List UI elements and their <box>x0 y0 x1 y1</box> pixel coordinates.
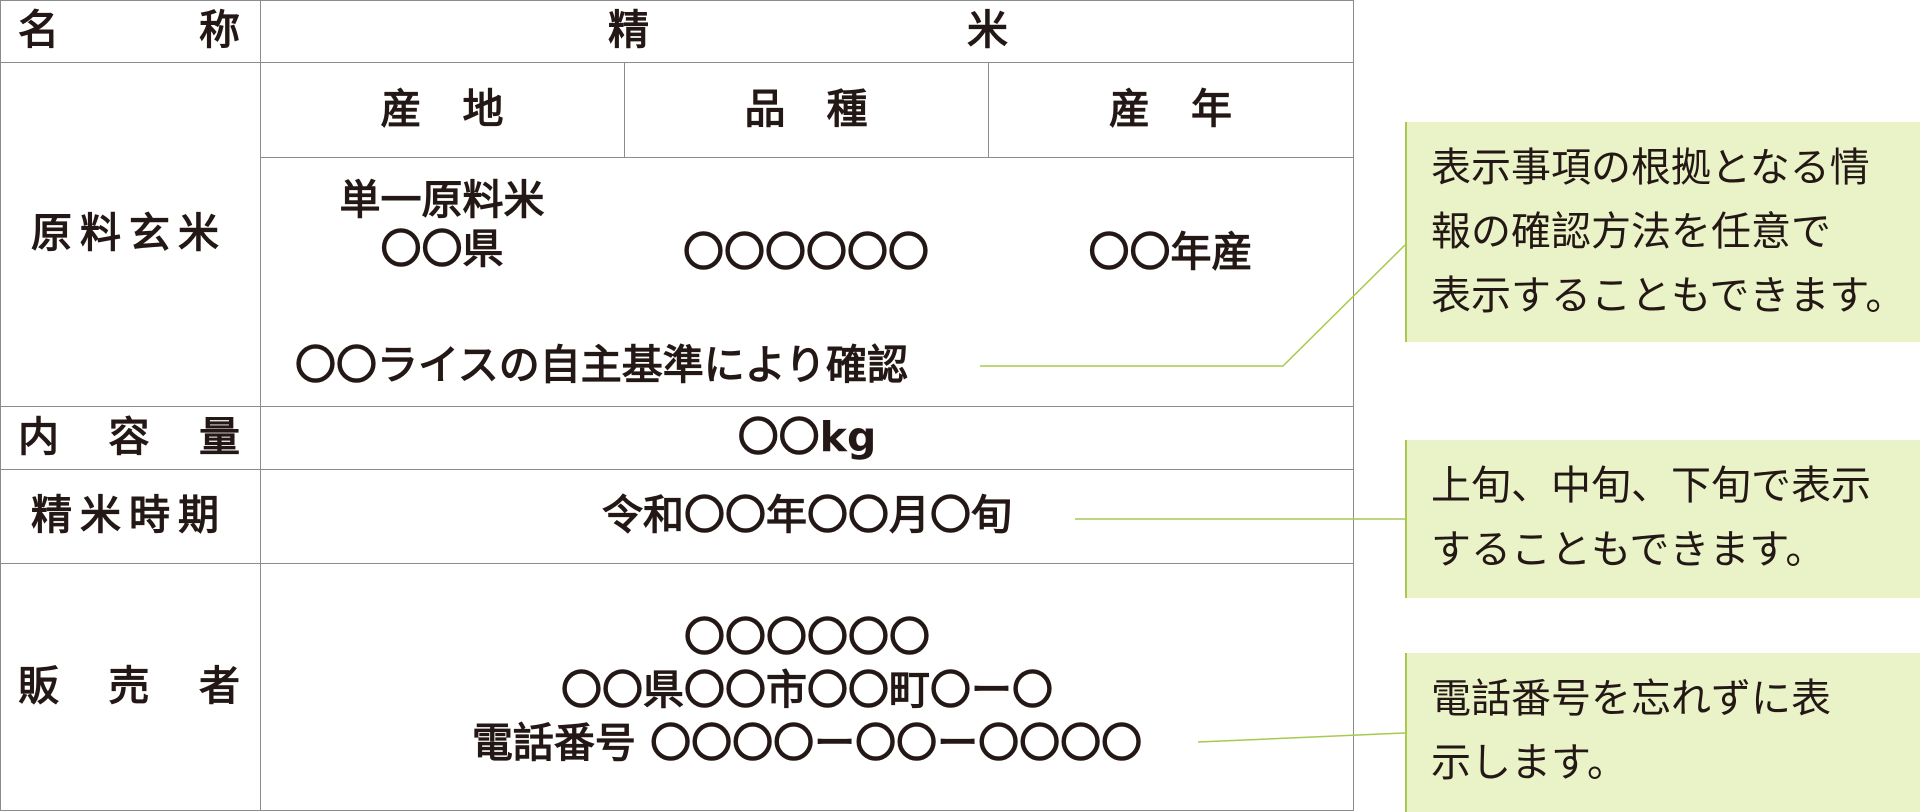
table-border-right <box>1353 0 1354 811</box>
name-value-char: 米 <box>967 6 1008 55</box>
table-border-left <box>0 0 1 811</box>
callout-line: 報の確認方法を任意で <box>1431 209 1831 255</box>
seller-label: 販 売 者 <box>18 563 240 810</box>
table-rule <box>0 469 1354 470</box>
origin-value: 単一原料米 〇〇県 <box>300 170 584 280</box>
callout-line: 表示事項の根拠となる情 <box>1431 145 1870 191</box>
seller-label-char: 販 <box>18 661 59 710</box>
content-label-char: 容 <box>108 412 150 461</box>
seller-label-char: 売 <box>108 661 150 710</box>
table-rule <box>260 0 261 811</box>
variety-header: 品 種 <box>744 84 868 133</box>
seller-address: 〇〇県〇〇市〇〇町〇ー〇 <box>561 665 1053 714</box>
seller-phone: 電話番号 〇〇〇〇ー〇〇ー〇〇〇〇 <box>471 718 1143 767</box>
table-rule <box>624 62 625 157</box>
milling-period-value: 令和〇〇年〇〇月〇旬 <box>602 491 1012 540</box>
seller-label-char: 者 <box>199 661 240 710</box>
table-rule <box>0 62 1354 63</box>
content-label-char: 内 <box>18 412 59 461</box>
origin-value-line: 単一原料米 <box>339 175 545 224</box>
content-label: 内 容 量 <box>18 406 240 469</box>
table-rule <box>0 563 1354 564</box>
content-value: 〇〇kg <box>737 412 877 461</box>
seller-name: 〇〇〇〇〇〇 <box>684 612 930 661</box>
origin-value-line: 〇〇県 <box>380 225 504 273</box>
milling-period-label: 精米時期 <box>31 491 227 540</box>
callout-line: 電話番号を忘れずに表 <box>1431 676 1831 722</box>
name-value-char: 精 <box>608 6 649 55</box>
seller-info: 〇〇〇〇〇〇 〇〇県〇〇市〇〇町〇ー〇 電話番号 〇〇〇〇ー〇〇ー〇〇〇〇 <box>260 600 1354 780</box>
phone-callout: 電話番号を忘れずに表 示します。 <box>1405 653 1920 812</box>
verification-callout: 表示事項の根拠となる情 報の確認方法を任意で 表示することもできます。 <box>1405 122 1920 342</box>
variety-value: 〇〇〇〇〇〇 <box>683 227 929 276</box>
callout-line: 示します。 <box>1431 740 1627 786</box>
year-header: 産 年 <box>1109 84 1232 133</box>
milling-callout: 上旬、中旬、下旬で表示 することもできます。 <box>1405 440 1920 598</box>
year-value: 〇〇年産 <box>1088 227 1253 276</box>
callout-line: することもできます。 <box>1431 527 1826 573</box>
callout-line: 表示することもできます。 <box>1431 273 1906 319</box>
table-border-top <box>0 0 1354 1</box>
name-label: 名 称 <box>18 0 240 62</box>
name-value: 精 米 <box>608 0 1008 62</box>
verification-note: 〇〇ライスの自主基準により確認 <box>295 340 908 389</box>
content-label-char: 量 <box>199 412 240 461</box>
origin-header: 産 地 <box>380 84 504 133</box>
raw-material-label: 原料玄米 <box>31 209 227 258</box>
table-rule <box>0 406 1354 407</box>
table-rule <box>260 157 1354 158</box>
callout-line: 上旬、中旬、下旬で表示 <box>1431 463 1871 509</box>
table-border-bottom <box>0 810 1354 811</box>
table-rule <box>988 62 989 157</box>
name-label-char: 称 <box>199 6 240 55</box>
name-label-char: 名 <box>18 6 59 55</box>
